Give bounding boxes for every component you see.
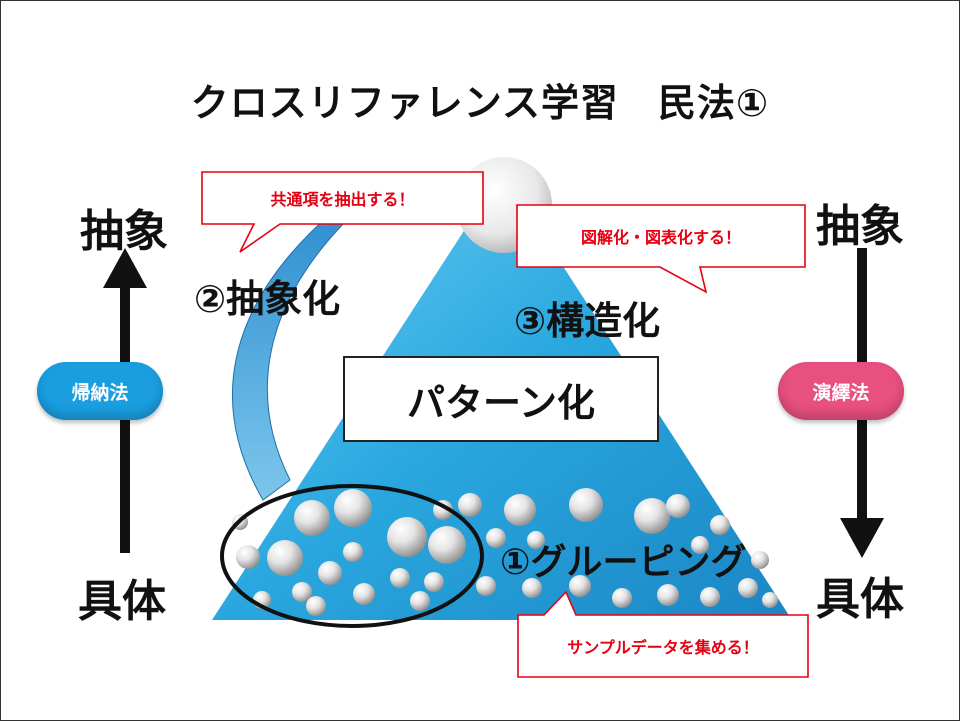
slide-title: クロスリファレンス学習 民法①	[190, 81, 770, 125]
callout-abstraction-text: 共通項を抽出する！	[270, 190, 415, 209]
left-top-label-abstract: 抽象	[80, 206, 168, 257]
right-top-label-abstract: 抽象	[816, 201, 904, 252]
callout-structuring-text: 図解化・図表化する！	[580, 228, 741, 247]
pattern-box: パターン化	[343, 356, 659, 442]
step-structuring-label: ③構造化	[514, 299, 661, 343]
step-abstraction-label: ②抽象化	[194, 277, 341, 321]
callout-structuring-shape	[516, 204, 806, 294]
callout-grouping-shape	[517, 590, 809, 678]
callout-grouping-text: サンプルデータを集める！	[567, 638, 759, 657]
left-bottom-label-concrete: 具体	[78, 576, 166, 627]
deductive-method-pill: 演繹法	[778, 362, 904, 420]
grouping-ellipse	[220, 484, 484, 628]
step-grouping-label: ①グルーピング	[500, 542, 747, 583]
sample-spheres	[232, 488, 778, 616]
inductive-method-pill: 帰納法	[37, 362, 163, 420]
callout-abstraction-shape	[201, 171, 484, 253]
right-bottom-label-concrete: 具体	[816, 574, 904, 625]
